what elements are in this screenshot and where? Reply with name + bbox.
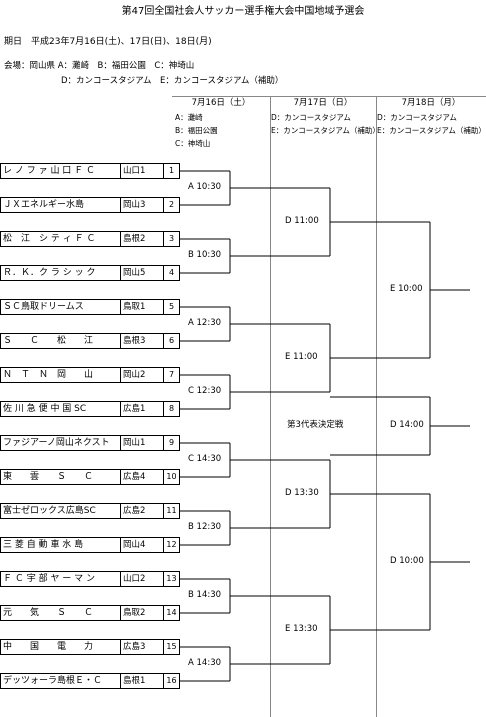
- match-label-round1: B 14:30: [188, 590, 222, 600]
- team-prefecture: 島根3: [121, 334, 164, 348]
- match-label-round3: E 10:00: [390, 284, 423, 294]
- match-label-round2: D 11:00: [285, 216, 319, 226]
- team-name: デッツォーラ島根Ｅ・Ｃ: [1, 674, 121, 688]
- match-label-round2: D 13:30: [285, 488, 319, 498]
- match-label-round3: D 10:00: [390, 556, 424, 566]
- venue-note: B：福田公園: [175, 126, 218, 135]
- team-prefecture: 広島4: [121, 470, 164, 484]
- team-name: ＳＣ鳥取ドリームス: [1, 300, 121, 314]
- team-prefecture: 岡山1: [121, 436, 164, 450]
- team-name: 富士ゼロックス広島SC: [1, 504, 121, 518]
- venue-note: A：灘崎: [175, 113, 203, 122]
- team-name: 松 江 シ テ ィ Ｆ Ｃ: [1, 232, 121, 246]
- team-prefecture: 岡山4: [121, 538, 164, 552]
- team-name: ファジアーノ岡山ネクスト: [1, 436, 121, 450]
- match-label-round1: A 10:30: [188, 182, 222, 192]
- team-number: 14: [166, 608, 177, 617]
- team-name: Ｒ．Ｋ．ク ラ シ ッ ク: [1, 266, 121, 280]
- match-label-round1: A 14:30: [188, 658, 222, 668]
- team-number: 4: [168, 268, 175, 277]
- team-row: Ｒ．Ｋ．ク ラ シ ッ ク岡山5 4: [0, 265, 180, 281]
- venue-note: D：カンコースタジアム: [377, 113, 457, 122]
- team-name: 中 国 電 力: [1, 640, 121, 654]
- venue-line-1: 会場：岡山県 A：灘崎 B：福田公園 C：神埼山: [4, 61, 195, 71]
- team-prefecture: 岡山3: [121, 198, 164, 212]
- team-prefecture: 広島1: [121, 402, 164, 416]
- team-name: ＪＸエネルギー水島: [1, 198, 121, 212]
- team-prefecture: 鳥取2: [121, 606, 164, 620]
- match-label-round2: E 11:00: [285, 352, 318, 362]
- team-prefecture: 島根2: [121, 232, 164, 246]
- team-number: 10: [166, 472, 177, 481]
- team-number: 7: [168, 370, 175, 379]
- team-row: ファジアーノ岡山ネクスト岡山1 9: [0, 435, 180, 451]
- match-label-third-place: D 14:00: [390, 420, 424, 430]
- team-number: 11: [166, 506, 177, 515]
- team-row: ＪＸエネルギー水島岡山3 2: [0, 197, 180, 213]
- venue-note: C：神埼山: [175, 139, 211, 148]
- team-number: 2: [168, 200, 175, 209]
- day-label: 7月16日（土）: [191, 98, 251, 108]
- venue-note: D：カンコースタジアム: [271, 113, 351, 122]
- match-label-round1: C 14:30: [188, 454, 222, 464]
- team-prefecture: 広島3: [121, 640, 164, 654]
- team-prefecture: 広島2: [121, 504, 164, 518]
- team-prefecture: 鳥取1: [121, 300, 164, 314]
- team-name: 東 雲 Ｓ Ｃ: [1, 470, 121, 484]
- venue-note: E：カンコースタジアム（補助）: [271, 126, 380, 135]
- team-number: 3: [168, 234, 175, 243]
- page-title: 第47回全国社会人サッカー選手権大会中国地域予選会: [121, 6, 365, 17]
- team-name: 三 菱 自 動 車 水 島: [1, 538, 121, 552]
- period-line: 期日 平成23年7月16日(土)、17日(日)、18日(月): [4, 37, 212, 47]
- team-number: 15: [166, 642, 177, 651]
- team-number: 1: [168, 166, 175, 175]
- team-prefecture: 岡山5: [121, 266, 164, 280]
- team-row: Ｎ Ｔ Ｎ 岡 山岡山2 7: [0, 367, 180, 383]
- team-prefecture: 岡山2: [121, 368, 164, 382]
- match-label-round1: B 12:30: [188, 522, 222, 532]
- match-label-round1: A 12:30: [188, 318, 222, 328]
- team-number: 8: [168, 404, 175, 413]
- match-label-round1: C 12:30: [188, 386, 222, 396]
- day-label: 7月18日（月）: [401, 98, 461, 108]
- team-row: Ｓ Ｃ 松 江島根3 6: [0, 333, 180, 349]
- team-number: 12: [166, 540, 177, 549]
- team-number: 16: [166, 676, 177, 685]
- team-name: Ｆ Ｃ 宇 部 ヤ ー マ ン: [1, 572, 121, 586]
- match-label-round2: E 13:30: [285, 624, 318, 634]
- team-row: ＳＣ鳥取ドリームス鳥取1 5: [0, 299, 180, 315]
- match-label-round1: B 10:30: [188, 250, 222, 260]
- team-number: 9: [168, 438, 175, 447]
- team-prefecture: 島根1: [121, 674, 164, 688]
- venue-line-2: D：カンコースタジアム E：カンコースタジアム（補助）: [61, 76, 284, 86]
- team-number: 13: [166, 574, 177, 583]
- team-prefecture: 山口1: [121, 164, 164, 178]
- team-name: レ ノ フ ァ 山 口 Ｆ Ｃ: [1, 164, 121, 178]
- venue-note: E：カンコースタジアム（補助）: [377, 126, 486, 135]
- team-name: Ｓ Ｃ 松 江: [1, 334, 121, 348]
- team-name: Ｎ Ｔ Ｎ 岡 山: [1, 368, 121, 382]
- third-place-title: 第3代表決定戦: [287, 420, 344, 430]
- team-name: 佐 川 急 便 中 国 SC: [1, 402, 121, 416]
- team-number: 5: [168, 302, 175, 311]
- team-name: 元 気 Ｓ Ｃ: [1, 606, 121, 620]
- team-prefecture: 山口2: [121, 572, 164, 586]
- day-label: 7月17日（日）: [293, 98, 353, 108]
- team-number: 6: [168, 336, 175, 345]
